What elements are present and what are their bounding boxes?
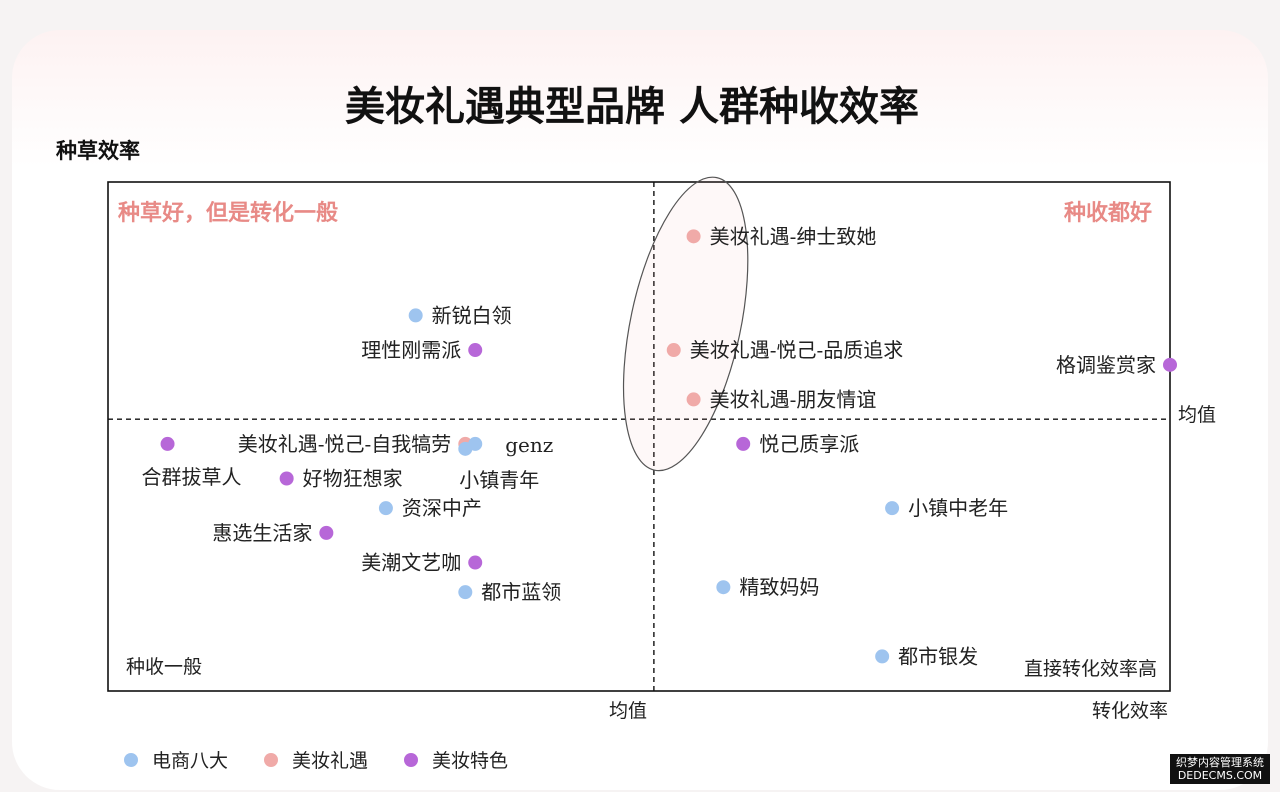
point-label: 小镇青年	[459, 468, 539, 492]
legend-marker	[404, 752, 419, 767]
data-point: 都市银发	[875, 644, 978, 668]
data-point: 美妆礼遇-悦己-品质追求	[666, 338, 904, 362]
data-point: 悦己质享派	[736, 432, 859, 456]
chart-title: 美妆礼遇典型品牌 人群种收效率	[345, 84, 919, 130]
legend: 电商八大 美妆礼遇 美妆特色	[124, 746, 508, 773]
watermark-line1: 织梦内容管理系统	[1176, 756, 1264, 769]
point-label: 合群拔草人	[142, 465, 242, 489]
point-label: 美妆礼遇-悦己-品质追求	[690, 338, 904, 362]
y-mean-label: 均值	[1178, 404, 1216, 426]
legend-item: 美妆特色	[404, 746, 508, 773]
data-point: 格调鉴赏家	[1056, 353, 1177, 377]
legend-label: 电商八大	[152, 750, 229, 772]
quadrant-top-right-label: 种收都好	[1064, 200, 1152, 226]
point-label: 小镇中老年	[908, 496, 1008, 520]
data-point: 资深中产	[378, 496, 482, 520]
legend-marker	[264, 752, 279, 767]
data-point: 都市蓝领	[458, 580, 561, 604]
highlight-ellipse	[622, 176, 749, 472]
data-point: 美潮文艺咖	[361, 551, 483, 575]
point-marker	[468, 555, 483, 570]
point-label: 格调鉴赏家	[1056, 353, 1156, 377]
point-label: 理性刚需派	[361, 338, 461, 362]
point-label: 精致妈妈	[739, 575, 819, 599]
watermark-line2: DEDECMS.COM	[1177, 769, 1263, 782]
point-label: genz	[505, 433, 553, 457]
quadrant-top-left-label: 种草好，但是转化一般	[118, 200, 338, 226]
quadrant-bottom-left-label: 种收一般	[126, 656, 202, 678]
point-marker	[885, 501, 900, 516]
point-marker	[378, 501, 393, 516]
point-marker	[160, 436, 175, 451]
data-point: 好物狂想家	[279, 467, 403, 491]
point-marker	[458, 585, 473, 600]
watermark: 织梦内容管理系统 DEDECMS.COM	[1170, 754, 1270, 784]
point-marker	[468, 343, 483, 358]
chart-card	[12, 30, 1268, 790]
data-point: 合群拔草人	[142, 436, 242, 489]
quadrant-bottom-right-label: 直接转化效率高	[1024, 658, 1157, 680]
point-label: 新锐白领	[432, 303, 512, 327]
point-marker	[686, 392, 701, 407]
point-label: 都市蓝领	[481, 580, 561, 604]
point-marker	[319, 525, 334, 540]
point-marker	[875, 649, 890, 664]
legend-label: 美妆特色	[432, 750, 509, 772]
data-point: 美妆礼遇-绅士致她	[686, 224, 877, 248]
point-marker	[686, 229, 701, 244]
point-label: 美潮文艺咖	[361, 551, 461, 575]
point-label: 资深中产	[402, 496, 482, 520]
legend-item: 电商八大	[124, 746, 228, 773]
legend-item: 美妆礼遇	[264, 746, 368, 773]
mean-lines	[108, 182, 1170, 691]
point-label: 好物狂想家	[303, 467, 403, 491]
data-point: 惠选生活家	[212, 521, 334, 545]
point-marker	[279, 471, 294, 486]
point-label: 美妆礼遇-绅士致她	[710, 224, 877, 248]
x-mean-label: 均值	[609, 700, 647, 722]
point-label: 都市银发	[898, 644, 978, 668]
point-marker	[736, 436, 751, 451]
legend-label: 美妆礼遇	[292, 750, 369, 772]
point-marker	[716, 580, 731, 595]
point-marker	[1163, 357, 1177, 372]
data-point: 理性刚需派	[361, 338, 483, 362]
x-axis-label: 转化效率	[1092, 700, 1168, 722]
data-point: 美妆礼遇-悦己-自我犒劳	[238, 432, 473, 456]
legend-marker	[124, 752, 138, 767]
point-label: 悦己质享派	[759, 432, 859, 456]
point-marker	[458, 441, 473, 456]
point-marker	[666, 343, 681, 358]
data-point: 小镇青年	[458, 441, 539, 492]
point-marker	[408, 308, 423, 323]
plot-area	[107, 181, 1171, 692]
data-point: 精致妈妈	[716, 575, 819, 599]
data-point: genz	[468, 433, 553, 457]
highlight-layer	[622, 176, 749, 472]
point-label: 美妆礼遇-朋友情谊	[710, 387, 877, 411]
point-label: 美妆礼遇-悦己-自我犒劳	[238, 432, 452, 456]
y-axis-label: 种草效率	[55, 138, 140, 163]
data-point: 小镇中老年	[885, 496, 1008, 520]
data-point: 美妆礼遇-朋友情谊	[686, 387, 877, 411]
data-point: 新锐白领	[408, 303, 512, 327]
point-label: 惠选生活家	[212, 521, 312, 545]
